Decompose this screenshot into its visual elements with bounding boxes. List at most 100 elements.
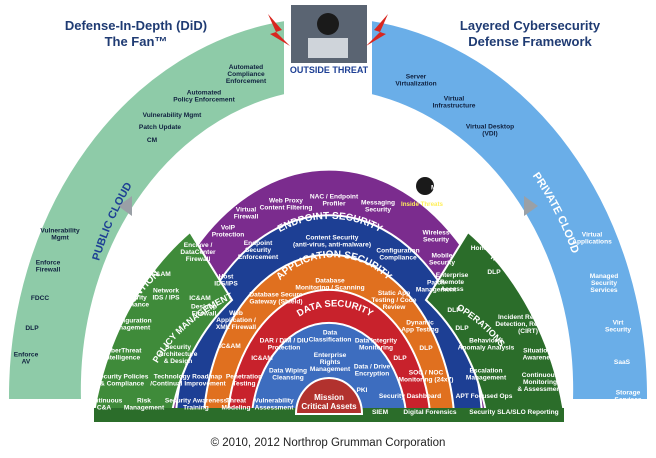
label-line: XML Firewall [216,324,256,331]
label-line: Applications [572,239,612,246]
label-line: Compliance [227,71,265,78]
label-line: Enterprise [436,272,469,279]
label-line: Vulnerability [254,397,294,404]
copyright-text: © 2010, 2012 Northrop Grumman Corporatio… [210,437,446,449]
label-pc-patch-update: Patch Update [139,124,181,131]
label-line: Perimeter [199,177,230,184]
label-per-secure-dmz: Secure DMZ's [234,165,278,172]
label-line: Enforcement [226,78,267,85]
label-line: Services [614,397,641,404]
label-end-icsam: IC&AM [189,295,211,302]
inside-threat-figure-icon [416,177,434,195]
label-line: Intelligence [104,355,141,362]
label-line: Host [219,273,234,280]
label-line: Testing / Code [372,297,417,304]
label-line: Vulnerability Mgmt [143,112,203,119]
label-line: Management [310,366,351,373]
label-line: Storage [616,389,641,396]
label-line: CM [147,137,158,144]
label-line: Review [383,304,407,311]
perimeter-title: PERIMETER SECURITY [267,102,394,125]
label-line: Security [365,207,391,214]
label-line: Security SLA/SLO Reporting [469,409,558,416]
private-cloud-band [370,18,650,401]
label-line: Security [423,237,449,244]
label-data-icsam: IC&AM [251,355,273,362]
outside-threat-caption: OUTSIDE THREAT [290,65,369,75]
label-line: Anomaly Analysis [458,345,515,352]
label-line: (VDI) [482,131,497,138]
label-line: Monitoring / Scanning [295,285,364,292]
label-line: Monitoring [359,345,393,352]
label-line: IC&AM [251,355,273,362]
label-line: Configuration [108,317,151,324]
label-pr-virtual-desktop: Virtual Desktop(VDI) [466,123,514,137]
label-line: Virtual Desktop [466,123,514,130]
label-line: Penetration [226,373,262,380]
label-line: Virtual [444,95,465,102]
label-line: /Continual Improvement [150,381,226,388]
label-line: FDCC [31,295,50,302]
label-line: Desktop [191,303,217,310]
label-line: Static App [378,290,410,297]
label-ops-incident-reporting: Incident Reporting,Detection, Response(C… [495,314,561,335]
label-line: IC&AM [189,295,211,302]
label-line: DataCenter [180,249,216,256]
label-line: DLP [419,345,433,352]
label-line: Cleansing [272,375,304,382]
label-line: APT Focused Ops [456,393,513,400]
label-line: Threat [226,397,247,404]
label-line: Malware [431,184,457,191]
label-line: AV [22,359,31,366]
label-line: C&A [97,405,112,412]
label-line: Security [245,247,271,254]
label-line: SaaS [614,359,631,366]
label-line: Security [455,221,481,228]
label-line: Server [406,73,427,80]
label-line: Incident Reporting, [498,314,558,321]
right-title: Layered Cybersecurity Defense Framework [420,18,640,50]
label-line: Remote [440,279,465,286]
label-line: Compliance [379,255,417,262]
label-line: Situational [523,347,557,354]
label-line: Escalation [470,367,503,374]
label-line: Physical [455,213,482,220]
label-line: DLP [447,307,461,314]
label-line: Data Wiping [269,367,307,374]
label-line: Architecture [159,351,198,358]
label-prev-technology-roadmap: Technology Roadmap/Continual Improvement [150,373,226,387]
label-line: Gateway (Shield) [249,299,302,306]
left-arrow-icon [118,196,132,216]
label-line: Managed [590,273,619,280]
label-line: Virt [613,319,625,326]
label-line: Patch [427,279,445,286]
label-line: Protection [268,345,301,352]
label-line: VoIP [221,224,236,231]
label-line: Advanced [138,237,170,244]
label-line: IDS / IPS [152,295,180,302]
